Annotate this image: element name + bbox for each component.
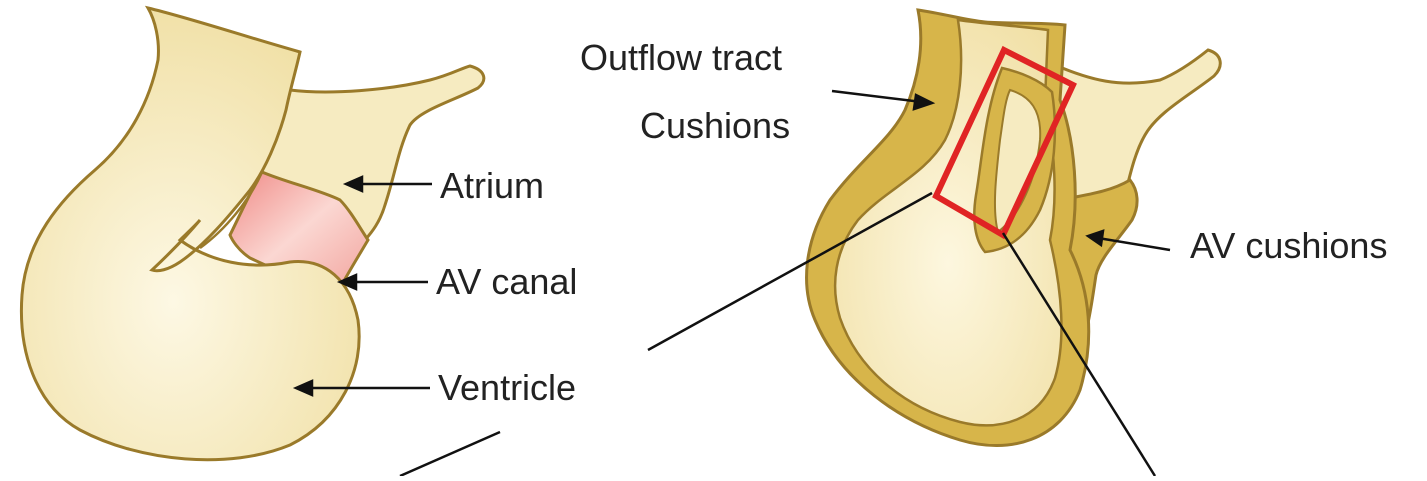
label-outflow-tract: Outflow tract <box>580 40 782 76</box>
label-cushions: Cushions <box>640 108 790 144</box>
bottom-pointer-line <box>400 432 500 476</box>
label-ventricle: Ventricle <box>438 370 576 406</box>
label-atrium: Atrium <box>440 168 544 204</box>
label-av-cushions: AV cushions <box>1190 228 1387 264</box>
label-av-canal: AV canal <box>436 264 577 300</box>
right-atrium-shape <box>1055 50 1220 200</box>
outflow-tract-arrow <box>832 91 922 102</box>
left-heart <box>21 8 483 460</box>
